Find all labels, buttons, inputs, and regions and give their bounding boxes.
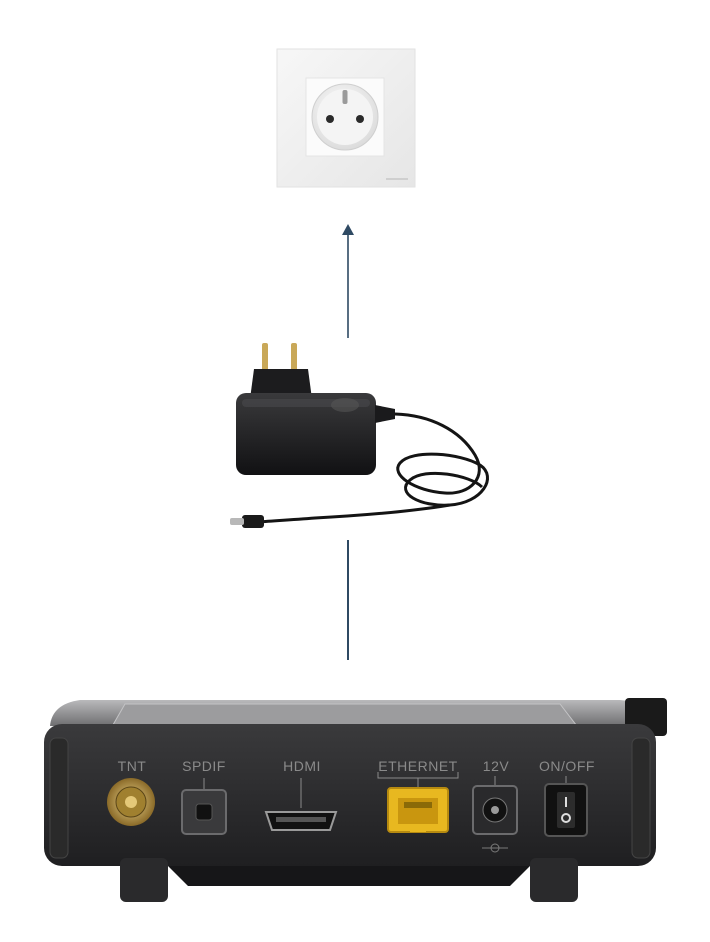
port-label-12v: 12V — [482, 758, 510, 774]
cable-line-box-to-adapter — [347, 540, 349, 660]
port-label-tnt: TNT — [117, 758, 147, 774]
power-adapter — [220, 335, 500, 540]
port-label-ethernet: ETHERNET — [378, 758, 458, 774]
arrow-adapter-to-socket — [338, 222, 358, 340]
set-top-box: TNT SPDIF HDMI ETHERNET 12V ON/OFF — [40, 690, 670, 912]
set-top-box-icon — [44, 698, 667, 902]
up-arrow-icon — [342, 224, 354, 338]
ethernet-port-icon — [387, 787, 449, 833]
power-switch-icon — [544, 783, 588, 837]
port-label-hdmi: HDMI — [283, 758, 321, 774]
optical-port-icon — [181, 789, 227, 835]
port-label-on-off: ON/OFF — [539, 758, 595, 774]
wall-socket — [276, 48, 416, 188]
wall-socket-icon — [276, 48, 416, 188]
port-label-spdif: SPDIF — [182, 758, 226, 774]
power-adapter-icon — [230, 343, 489, 528]
coax-connector-icon — [107, 778, 155, 826]
hdmi-port-icon — [264, 811, 338, 831]
dc-jack-icon — [472, 785, 518, 853]
